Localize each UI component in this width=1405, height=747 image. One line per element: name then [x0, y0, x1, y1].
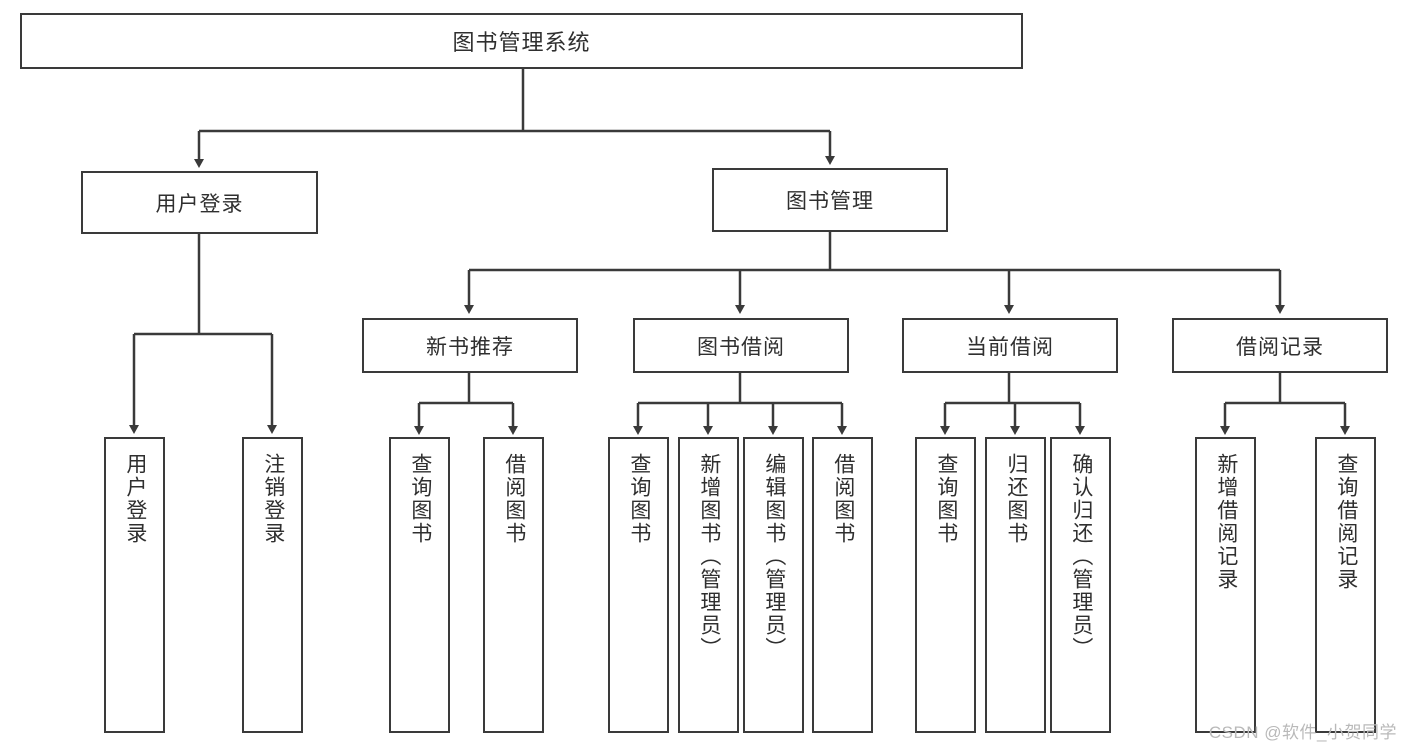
node-leaf-query-book-1[interactable]: 查询图书: [389, 437, 450, 733]
node-label: 新书推荐: [426, 335, 514, 359]
node-label: 确认归还（管理员）: [1069, 453, 1093, 660]
node-current-borrowing[interactable]: 当前借阅: [902, 318, 1118, 373]
node-leaf-query-book-2[interactable]: 查询图书: [608, 437, 669, 733]
node-label: 借阅记录: [1236, 335, 1324, 359]
node-label: 图书管理: [786, 190, 874, 213]
node-leaf-query-book-3[interactable]: 查询图书: [915, 437, 976, 733]
node-label: 查询借阅记录: [1334, 453, 1358, 591]
node-user-login[interactable]: 用户登录: [81, 171, 318, 234]
node-leaf-add-borrow-record[interactable]: 新增借阅记录: [1195, 437, 1256, 733]
node-label: 借阅图书: [502, 453, 526, 545]
node-leaf-logout[interactable]: 注销登录: [242, 437, 303, 733]
node-label: 用户登录: [155, 192, 244, 216]
node-leaf-return-book[interactable]: 归还图书: [985, 437, 1046, 733]
node-leaf-borrow-book-1[interactable]: 借阅图书: [483, 437, 544, 733]
node-label: 查询图书: [408, 453, 432, 545]
node-label: 编辑图书（管理员）: [762, 453, 786, 660]
node-label: 新增借阅记录: [1214, 453, 1238, 591]
node-label: 用户登录: [123, 453, 147, 545]
node-borrowing-record[interactable]: 借阅记录: [1172, 318, 1388, 373]
watermark-text: CSDN @软件_小贺同学: [1208, 723, 1397, 742]
node-leaf-borrow-book-2[interactable]: 借阅图书: [812, 437, 873, 733]
node-book-borrowing[interactable]: 图书借阅: [633, 318, 849, 373]
node-leaf-edit-book-admin[interactable]: 编辑图书（管理员）: [743, 437, 804, 733]
node-leaf-add-book-admin[interactable]: 新增图书（管理员）: [678, 437, 739, 733]
node-label: 当前借阅: [966, 335, 1054, 359]
node-label: 查询图书: [934, 453, 958, 545]
node-leaf-confirm-return-admin[interactable]: 确认归还（管理员）: [1050, 437, 1111, 733]
node-book-management[interactable]: 图书管理: [712, 168, 948, 232]
node-label: 图书借阅: [697, 335, 785, 359]
node-root-book-management-system[interactable]: 图书管理系统: [20, 13, 1023, 69]
node-leaf-query-borrow-record[interactable]: 查询借阅记录: [1315, 437, 1376, 733]
node-label: 查询图书: [627, 453, 651, 545]
node-label: 新增图书（管理员）: [697, 453, 721, 660]
node-label: 注销登录: [261, 453, 285, 545]
node-label: 借阅图书: [831, 453, 855, 545]
node-label: 图书管理系统: [452, 30, 591, 55]
node-new-book-recommendation[interactable]: 新书推荐: [362, 318, 578, 373]
node-label: 归还图书: [1004, 453, 1028, 545]
node-leaf-user-login[interactable]: 用户登录: [104, 437, 165, 733]
